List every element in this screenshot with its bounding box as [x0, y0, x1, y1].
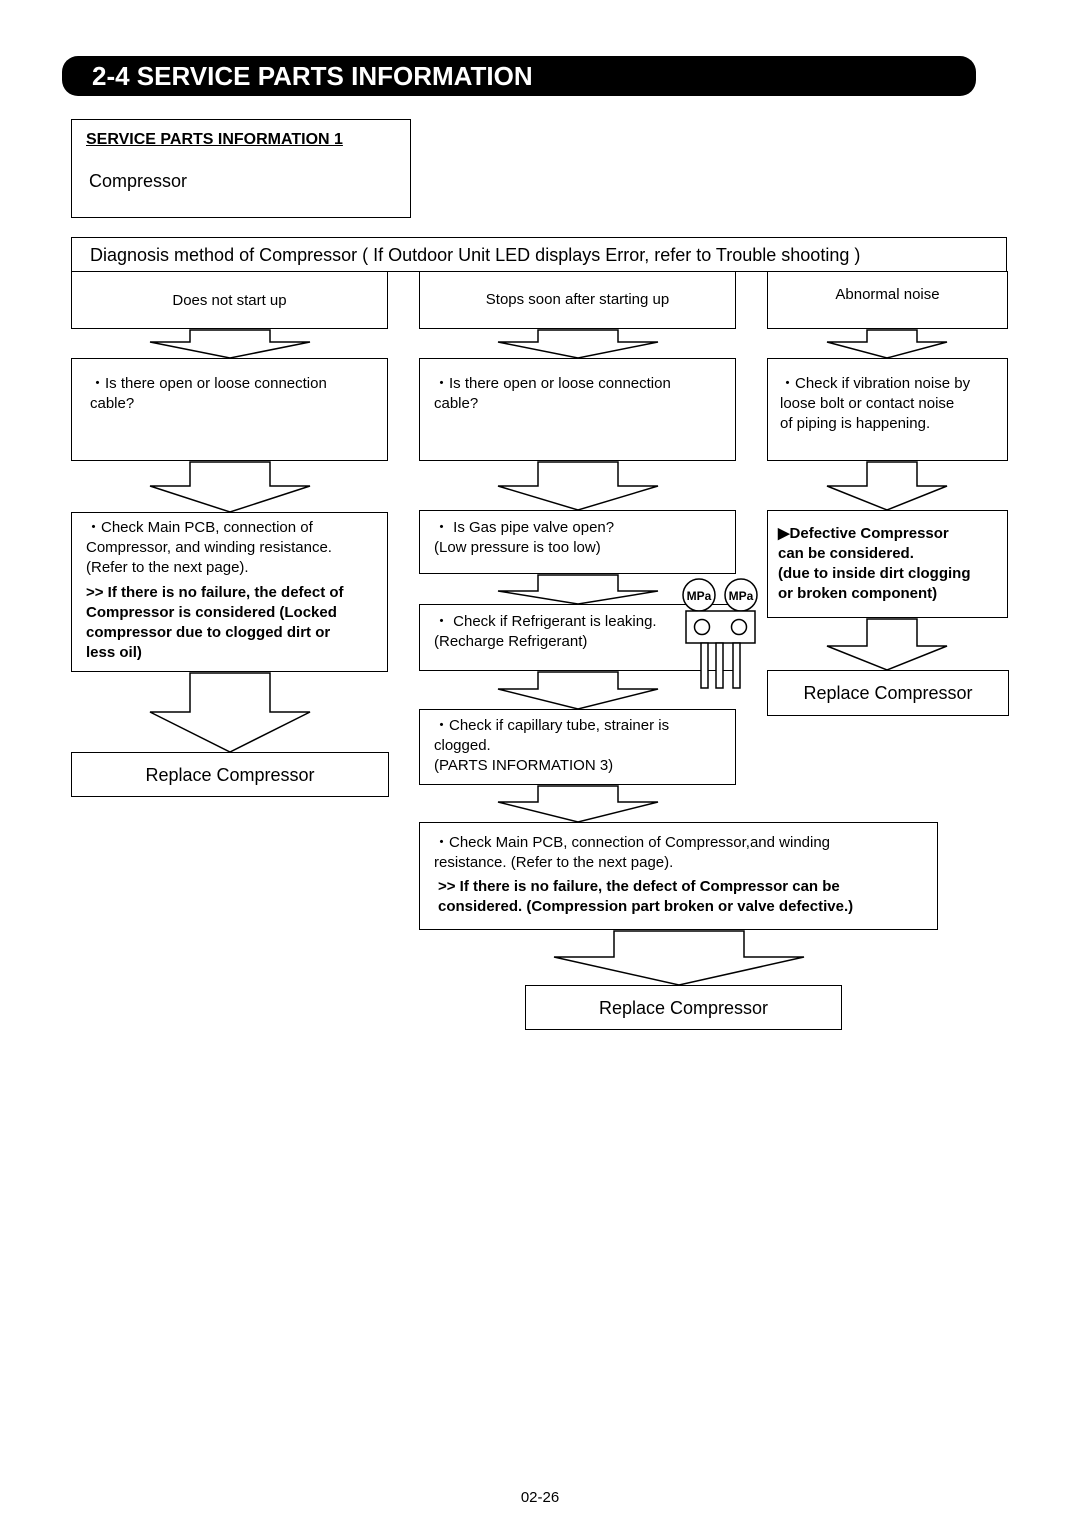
- col3-check-vibration: ・Check if vibration noise by loose bolt …: [767, 358, 1008, 461]
- page-number: 02-26: [520, 1489, 560, 1506]
- section-title-banner: 2-4 SERVICE PARTS INFORMATION: [62, 56, 976, 96]
- col2-replace-compressor: Replace Compressor: [525, 985, 842, 1030]
- info-box: SERVICE PARTS INFORMATION 1 Compressor: [71, 119, 411, 218]
- col1-check-pcb-text: ・Check Main PCB, connection of Compresso…: [86, 519, 332, 576]
- valve-knob-right: [730, 618, 748, 636]
- info-subject: Compressor: [89, 171, 188, 191]
- arrow-col2-6: [553, 930, 805, 986]
- hose-middle: [715, 642, 724, 689]
- col2-check-refrigerant-leak: ・ Check if Refrigerant is leaking. (Rech…: [419, 604, 736, 671]
- arrow-col3-3: [826, 618, 948, 671]
- symptom-stops-soon: Stops soon after starting up: [419, 271, 736, 329]
- arrow-col2-1: [497, 329, 659, 359]
- gauge-label-left: MPa: [687, 589, 712, 603]
- col2-check-gas-valve: ・ Is Gas pipe valve open? (Low pressure …: [419, 510, 736, 574]
- arrow-col2-3: [497, 574, 659, 605]
- arrow-col2-4: [497, 671, 659, 710]
- info-heading: SERVICE PARTS INFORMATION 1: [86, 131, 343, 148]
- col2-check-pcb: ・Check Main PCB, connection of Compresso…: [419, 822, 938, 930]
- arrow-col2-5: [497, 785, 659, 823]
- col3-replace-compressor: Replace Compressor: [767, 670, 1009, 716]
- valve-knob-left: [693, 618, 711, 636]
- hose-left: [700, 642, 709, 689]
- arrow-col3-2: [826, 461, 948, 511]
- arrow-col3-1: [826, 329, 948, 359]
- col2-check-pcb-text: ・Check Main PCB, connection of Compresso…: [434, 834, 831, 871]
- symptom-does-not-start: Does not start up: [71, 271, 388, 329]
- arrow-col1-1: [149, 329, 311, 359]
- gauge-manifold-icon: [682, 578, 758, 689]
- arrow-col1-2: [149, 461, 311, 513]
- hose-right: [732, 642, 741, 689]
- col2-failure-note: >> If there is no failure, the defect of…: [438, 878, 854, 915]
- symptom-abnormal-noise: Abnormal noise: [767, 271, 1008, 329]
- col1-failure-note: >> If there is no failure, the defect of…: [86, 584, 344, 661]
- gauge-label-right: MPa: [729, 589, 754, 603]
- section-title: 2-4 SERVICE PARTS INFORMATION: [92, 61, 533, 91]
- arrow-col2-2: [497, 461, 659, 511]
- col1-replace-compressor: Replace Compressor: [71, 752, 389, 797]
- col1-check-pcb: ・Check Main PCB, connection of Compresso…: [71, 512, 388, 672]
- col2-check-connection: ・Is there open or loose connection cable…: [419, 358, 736, 461]
- arrow-col1-3: [149, 672, 311, 753]
